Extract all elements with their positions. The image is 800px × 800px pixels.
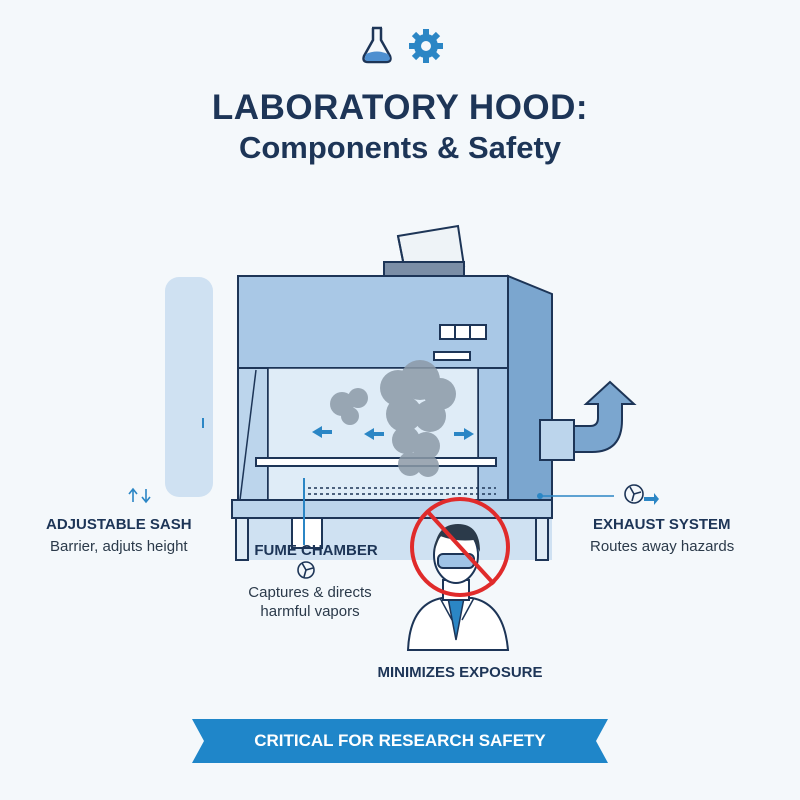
exhaust-fan-icon [624, 484, 659, 505]
smoke-cloud [330, 360, 456, 477]
airflow-arrows [312, 426, 474, 440]
exhaust-title: EXHAUST SYSTEM [593, 516, 731, 533]
exhaust-description: Routes away hazards [590, 538, 735, 555]
page-title: LABORATORY HOOD: [211, 88, 589, 127]
banner-text: CRITICAL FOR RESEARCH SAFETY [254, 731, 546, 750]
safety-banner: CRITICAL FOR RESEARCH SAFETY [192, 719, 608, 763]
exhaust-duct [383, 224, 466, 277]
chamber-description-2: harmful vapors [260, 603, 360, 620]
scientist-figure [406, 524, 510, 651]
up-down-arrows-icon [128, 487, 151, 504]
chamber-description-1: Captures & directs [248, 584, 372, 601]
banner-ribbon [192, 719, 608, 763]
gear-icon [409, 29, 443, 63]
exposure-title: MINIMIZES EXPOSURE [377, 664, 543, 681]
sash-title: ADJUSTABLE SASH [46, 516, 192, 533]
no-exposure-icon [410, 497, 510, 597]
chamber-fan-icon [297, 561, 315, 579]
page-subtitle: Components & Safety [238, 130, 562, 165]
sash-description: Barrier, adjuts height [50, 538, 188, 555]
sash-panel [165, 277, 213, 497]
chamber-title: FUME CHAMBER [254, 542, 378, 559]
flask-icon [362, 26, 392, 64]
exhaust-pipe [539, 380, 637, 461]
